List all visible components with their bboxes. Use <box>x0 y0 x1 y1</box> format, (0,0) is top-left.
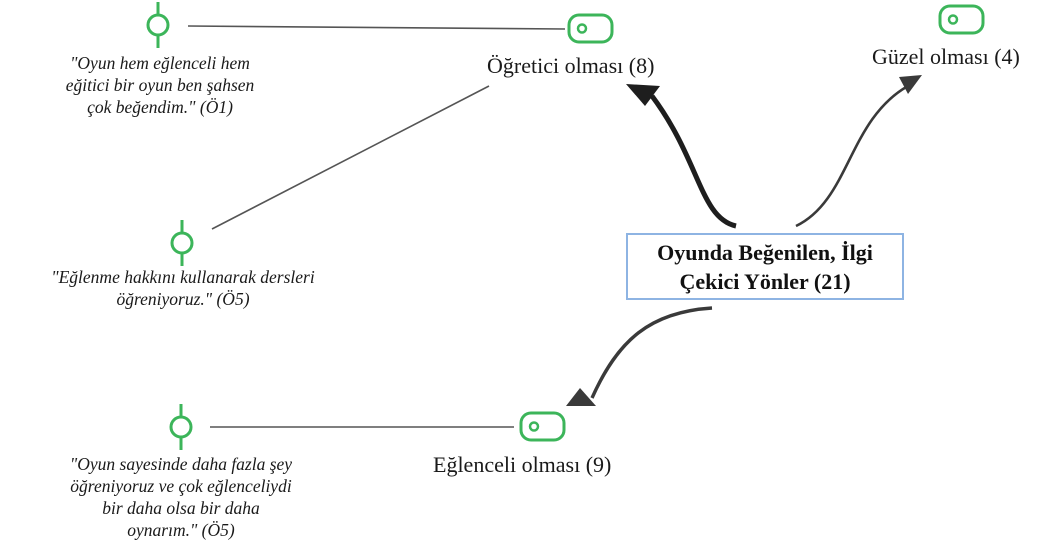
arrowhead-guzel <box>899 75 922 94</box>
quotation-text: "Oyun hem eğlenceli hem eğitici bir oyun… <box>65 53 255 117</box>
arrow-root-to-eglenceli <box>590 306 713 399</box>
quotation-text: "Eğlenme hakkını kullanarak dersleri öğr… <box>51 267 315 309</box>
code-tag-icon <box>938 4 985 35</box>
arrow-root-to-guzel <box>795 84 909 228</box>
arrowhead-ogretici <box>626 84 660 106</box>
code-tag-icon <box>519 411 566 442</box>
code-tag-icon <box>567 13 614 44</box>
quotation-text: "Oyun sayesinde daha fazla şey öğreniyor… <box>69 454 293 540</box>
code-label-eglenceli: Eğlenceli olması (9) <box>433 452 612 477</box>
link-q2-ogretici <box>211 85 490 230</box>
code-label-ogretici: Öğretici olması (8) <box>487 53 655 78</box>
link-q1-ogretici <box>187 25 566 30</box>
quotation-pin-icon <box>169 404 193 450</box>
quotation-pin-icon <box>146 2 170 48</box>
arrowhead-eglenceli <box>566 388 596 406</box>
quotation-pin-icon <box>170 220 194 266</box>
arrow-root-to-ogretici <box>649 94 737 229</box>
root-node: Oyunda Beğenilen, İlgi Çekici Yönler (21… <box>626 233 904 300</box>
code-label-guzel: Güzel olması (4) <box>872 44 1020 69</box>
